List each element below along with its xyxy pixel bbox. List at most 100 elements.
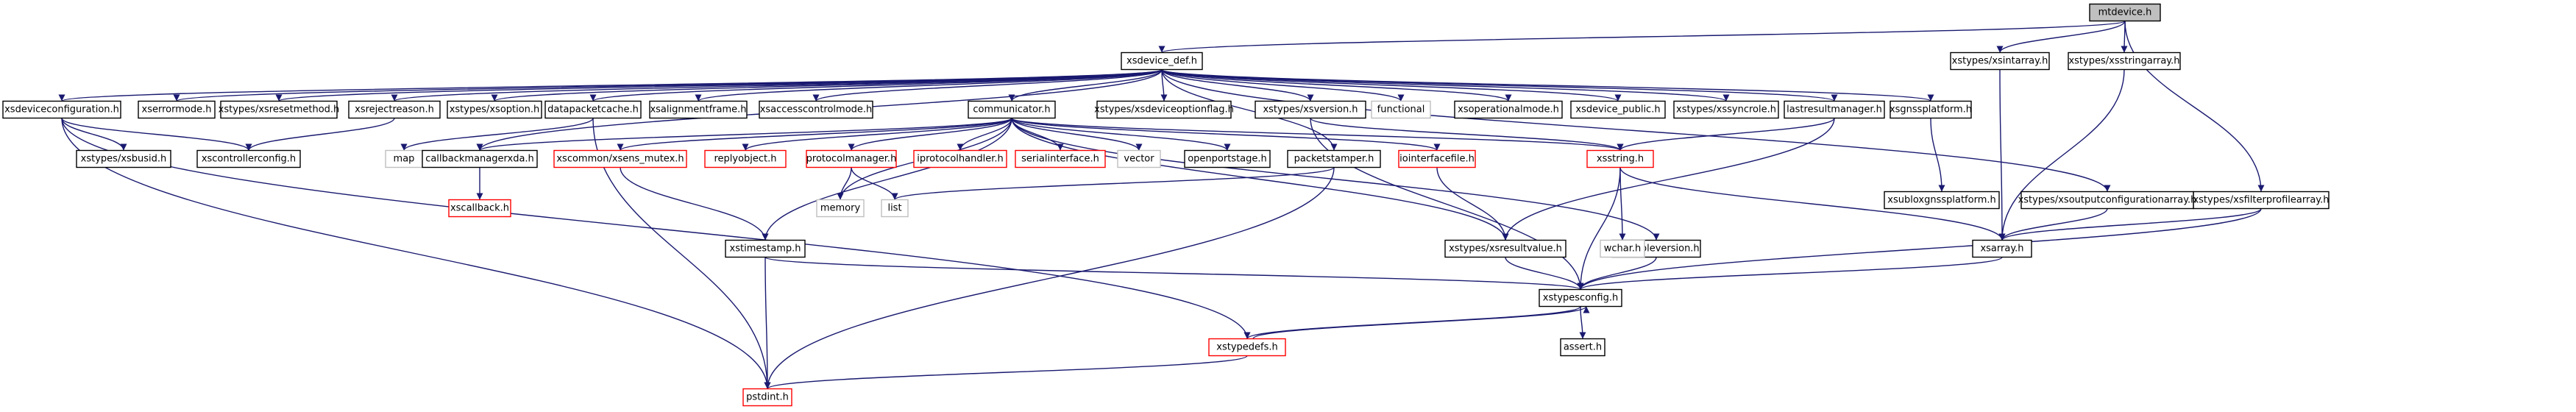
node-box-wchar <box>1600 239 1645 258</box>
node-assert[interactable]: assert.h <box>1560 338 1605 357</box>
node-xsbusid[interactable]: xstypes/xsbusid.h <box>76 149 171 168</box>
node-xsdevice_def[interactable]: xsdevice_def.h <box>1121 52 1203 71</box>
node-xsarray[interactable]: xsarray.h <box>1972 239 2032 258</box>
node-mtdevice[interactable]: mtdevice.h <box>2089 3 2161 22</box>
edge-xsfilterprofilearray-to-xstypesconfig <box>1577 208 2262 290</box>
edge-xssimpleversion-to-xstypesconfig <box>1577 257 1657 290</box>
node-xsintarray[interactable]: xstypes/xsintarray.h <box>1950 52 2050 71</box>
edge-protocolmanager-to-list <box>851 167 898 200</box>
edge-datapacketcache-to-map <box>400 118 594 151</box>
node-box-xserrormode <box>138 100 216 119</box>
node-label-xscontrollerconfig: xscontrollerconfig.h <box>202 154 296 165</box>
node-box-lastresultmanager <box>1784 100 1885 119</box>
edge-xsdevice_def-to-packetstamper <box>1161 69 1338 151</box>
node-xscontrollerconfig[interactable]: xscontrollerconfig.h <box>196 149 301 168</box>
node-label-packetstamper: packetstamper.h <box>1294 154 1374 165</box>
node-xsalignmentframe[interactable]: xsalignmentframe.h <box>649 100 748 119</box>
node-replyobject[interactable]: replyobject.h <box>704 149 787 168</box>
node-box-communicator <box>968 100 1056 119</box>
node-label-xsstring: xsstring.h <box>1597 154 1644 165</box>
edge-xsdevice_def-to-xssyncrole <box>1161 68 1730 102</box>
node-xsrejectreason[interactable]: xsrejectreason.h <box>348 100 441 119</box>
node-datapacketcache[interactable]: datapacketcache.h <box>544 100 642 119</box>
node-xsubloxgnssplatform[interactable]: xsubloxgnssplatform.h <box>1884 191 2000 210</box>
node-xstypedefs[interactable]: xstypedefs.h <box>1208 338 1286 357</box>
edge-communicator-to-iointerfacefile <box>1011 117 1441 152</box>
node-label-xsdevice_def: xsdevice_def.h <box>1126 56 1197 67</box>
node-label-xserrormode: xserrormode.h <box>142 104 212 116</box>
node-wchar: wchar.h <box>1600 239 1645 258</box>
node-callbackmanagerxda[interactable]: callbackmanagerxda.h <box>422 149 538 168</box>
node-box-datapacketcache <box>544 100 642 119</box>
node-lastresultmanager[interactable]: lastresultmanager.h <box>1784 100 1885 119</box>
node-xstimestamp[interactable]: xstimestamp.h <box>725 239 806 258</box>
node-box-xsens_mutex <box>553 149 687 168</box>
node-box-xstimestamp <box>725 239 806 258</box>
node-box-xstypesconfig <box>1539 288 1622 308</box>
edge-xstimestamp-to-xstypesconfig <box>764 256 1583 291</box>
node-box-replyobject <box>704 149 787 168</box>
node-xsgnssplatform[interactable]: xsgnssplatform.h <box>1890 100 1972 119</box>
edge-communicator-to-vector <box>1011 118 1143 151</box>
node-iointerfacefile[interactable]: iointerfacefile.h <box>1398 149 1476 168</box>
node-xsoption[interactable]: xstypes/xsoption.h <box>447 100 542 119</box>
edge-xsdevice_def-to-xsaccesscontrolmode <box>812 68 1163 102</box>
node-xsaccesscontrolmode[interactable]: xsaccesscontrolmode.h <box>759 100 873 119</box>
edge-xsstring-to-wchar <box>1619 167 1626 241</box>
node-xsfilterprofilearray[interactable]: xstypes/xsfilterprofilearray.h <box>2193 191 2330 210</box>
node-xstypesconfig[interactable]: xstypesconfig.h <box>1539 288 1622 308</box>
node-xserrormode[interactable]: xserrormode.h <box>138 100 216 119</box>
node-box-callbackmanagerxda <box>422 149 538 168</box>
node-communicator[interactable]: communicator.h <box>968 100 1056 119</box>
edge-communicator-to-xssimpleversion <box>1011 118 1660 241</box>
edge-xsdevice_def-to-xsrejectreason <box>391 68 1163 102</box>
node-box-assert <box>1560 338 1605 357</box>
node-xsoperationalmode[interactable]: xsoperationalmode.h <box>1454 100 1563 119</box>
node-label-list: list <box>887 203 901 214</box>
edge-xstimestamp-to-pstdint <box>764 257 771 389</box>
node-packetstamper[interactable]: packetstamper.h <box>1287 149 1381 168</box>
node-box-xscontrollerconfig <box>196 149 301 168</box>
edge-xsdevice_def-to-xsalignmentframe <box>695 68 1163 102</box>
node-label-xsgnssplatform: xsgnssplatform.h <box>1890 104 1972 116</box>
edge-xstypedefs-to-xstypesconfig <box>1252 305 1590 340</box>
node-xsresetmethod[interactable]: xstypes/xsresetmethod.h <box>219 100 340 119</box>
node-xscallback[interactable]: xscallback.h <box>448 199 511 218</box>
node-memory: memory <box>816 199 865 218</box>
node-label-xsbusid: xstypes/xsbusid.h <box>81 154 167 165</box>
node-list: list <box>881 199 909 218</box>
node-xsstring[interactable]: xsstring.h <box>1586 149 1654 168</box>
node-xsdeviceconfiguration[interactable]: xsdeviceconfiguration.h <box>2 100 121 119</box>
node-label-xsoutputconfigurationarray: xstypes/xsoutputconfigurationarray.h <box>2018 195 2197 206</box>
node-box-protocolmanager <box>806 149 897 168</box>
node-label-callbackmanagerxda: callbackmanagerxda.h <box>425 154 534 165</box>
node-label-xsintarray: xstypes/xsintarray.h <box>1952 56 2048 67</box>
edge-xsdeviceconfiguration-to-xscontrollerconfig <box>61 118 252 151</box>
node-openportstage[interactable]: openportstage.h <box>1184 149 1271 168</box>
node-box-xsintarray <box>1950 52 2050 71</box>
node-xsens_mutex[interactable]: xscommon/xsens_mutex.h <box>553 149 687 168</box>
node-box-functional <box>1371 100 1431 119</box>
node-xsversion[interactable]: xstypes/xsversion.h <box>1255 100 1366 119</box>
node-xsdeviceoptionflag[interactable]: xstypes/xsdeviceoptionflag.h <box>1094 100 1234 119</box>
edge-xsdevice_def-to-xsversion <box>1161 69 1314 102</box>
node-box-xstypedefs <box>1208 338 1286 357</box>
node-label-xsoperationalmode: xsoperationalmode.h <box>1458 104 1559 116</box>
edge-layer <box>59 20 2265 390</box>
node-box-iointerfacefile <box>1398 149 1476 168</box>
node-xsresultvalue[interactable]: xstypes/xsresultvalue.h <box>1444 239 1566 258</box>
node-xsdevice_public[interactable]: xsdevice_public.h <box>1570 100 1666 119</box>
node-serialinterface[interactable]: serialinterface.h <box>1015 149 1106 168</box>
node-xsstringarray[interactable]: xstypes/xsstringarray.h <box>2068 52 2181 71</box>
node-xssyncrole[interactable]: xstypes/xssyncrole.h <box>1673 100 1779 119</box>
node-xsoutputconfigurationarray[interactable]: xstypes/xsoutputconfigurationarray.h <box>2018 191 2197 210</box>
node-map: map <box>385 149 423 168</box>
node-label-xsstringarray: xstypes/xsstringarray.h <box>2068 56 2179 67</box>
node-protocolmanager[interactable]: protocolmanager.h <box>806 149 897 168</box>
node-box-xssyncrole <box>1673 100 1779 119</box>
node-label-wchar: wchar.h <box>1604 244 1642 255</box>
edge-packetstamper-to-pstdint <box>764 167 1335 389</box>
node-iprotocolhandler[interactable]: iprotocolhandler.h <box>913 149 1007 168</box>
node-pstdint[interactable]: pstdint.h <box>742 388 792 407</box>
node-label-xsresultvalue: xstypes/xsresultvalue.h <box>1449 244 1562 255</box>
